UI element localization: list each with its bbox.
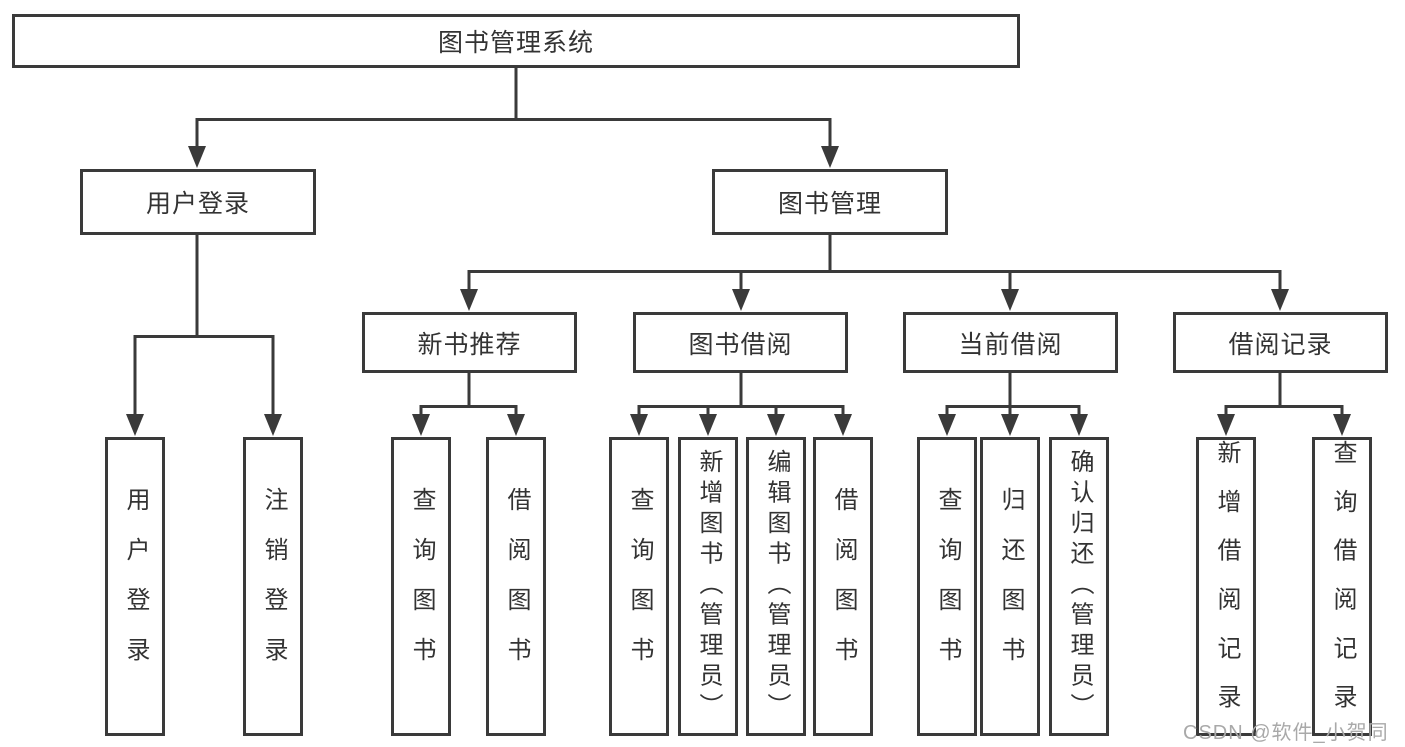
arrow-down-icon	[412, 414, 430, 436]
leaf-nbr-query-books: 查询图书	[391, 437, 451, 736]
arrow-down-icon	[834, 414, 852, 436]
node-user-login: 用户登录	[80, 169, 316, 235]
leaf-label: 用户登录	[122, 486, 149, 687]
node-borrow-records: 借阅记录	[1173, 312, 1388, 373]
leaf-bb-add-books-admin: 新增图书（管理员）	[678, 437, 738, 736]
arrow-down-icon	[188, 146, 206, 168]
leaf-label: 查询图书	[934, 486, 961, 687]
arrow-down-icon	[767, 414, 785, 436]
arrow-down-icon	[1001, 414, 1019, 436]
node-label: 图书管理	[777, 190, 882, 218]
leaf-cb-confirm-return-admin: 确认归还（管理员）	[1049, 437, 1109, 736]
leaf-label: 借阅图书	[503, 486, 530, 687]
leaf-bb-borrow-books: 借阅图书	[813, 437, 873, 736]
leaf-label: 归还图书	[997, 486, 1024, 687]
arrow-down-icon	[938, 414, 956, 436]
leaf-br-add-record: 新增借阅记录	[1196, 437, 1256, 736]
leaf-cb-return-books: 归还图书	[980, 437, 1040, 736]
node-label: 图书借阅	[688, 330, 793, 359]
arrow-down-icon	[699, 414, 717, 436]
leaf-bb-query-books: 查询图书	[609, 437, 669, 736]
leaf-label: 新增借阅记录	[1213, 440, 1240, 733]
leaf-nbr-borrow-books: 借阅图书	[486, 437, 546, 736]
watermark: CSDN @软件_小贺同学	[1183, 722, 1389, 744]
arrow-down-icon	[821, 146, 839, 168]
arrow-down-icon	[1333, 414, 1351, 436]
leaf-br-query-record: 查询借阅记录	[1312, 437, 1372, 736]
leaf-label: 编辑图书（管理员）	[763, 449, 790, 724]
leaf-label: 注销登录	[260, 486, 287, 687]
arrow-down-icon	[460, 289, 478, 311]
node-label: 当前借阅	[958, 330, 1063, 359]
leaf-bb-edit-books-admin: 编辑图书（管理员）	[746, 437, 806, 736]
node-label: 借阅记录	[1228, 330, 1333, 359]
connector-paths	[133, 68, 1344, 420]
node-book-borrow: 图书借阅	[633, 312, 848, 373]
arrowhead-icons	[126, 146, 1351, 436]
node-new-book-recommend: 新书推荐	[362, 312, 577, 373]
leaf-label: 查询图书	[626, 486, 653, 687]
leaf-label: 确认归还（管理员）	[1066, 449, 1093, 724]
arrow-down-icon	[507, 414, 525, 436]
arrow-down-icon	[732, 289, 750, 311]
arrow-down-icon	[126, 414, 144, 436]
node-label: 用户登录	[145, 190, 250, 218]
leaf-user-login: 用户登录	[105, 437, 165, 736]
arrow-down-icon	[1070, 414, 1088, 436]
node-current-borrow: 当前借阅	[903, 312, 1118, 373]
arrow-down-icon	[1217, 414, 1235, 436]
leaf-cb-query-books: 查询图书	[917, 437, 977, 736]
arrow-down-icon	[630, 414, 648, 436]
node-library-management-system: 图书管理系统	[12, 14, 1020, 68]
leaf-label: 新增图书（管理员）	[695, 449, 722, 724]
arrow-down-icon	[1001, 289, 1019, 311]
node-label: 新书推荐	[417, 330, 522, 359]
leaf-label: 查询借阅记录	[1329, 440, 1356, 733]
arrow-down-icon	[264, 414, 282, 436]
node-book-management: 图书管理	[712, 169, 948, 235]
leaf-label: 借阅图书	[830, 486, 857, 687]
leaf-logout-login: 注销登录	[243, 437, 303, 736]
arrow-down-icon	[1271, 289, 1289, 311]
node-label: 图书管理系统	[437, 29, 594, 57]
leaf-label: 查询图书	[408, 486, 435, 687]
